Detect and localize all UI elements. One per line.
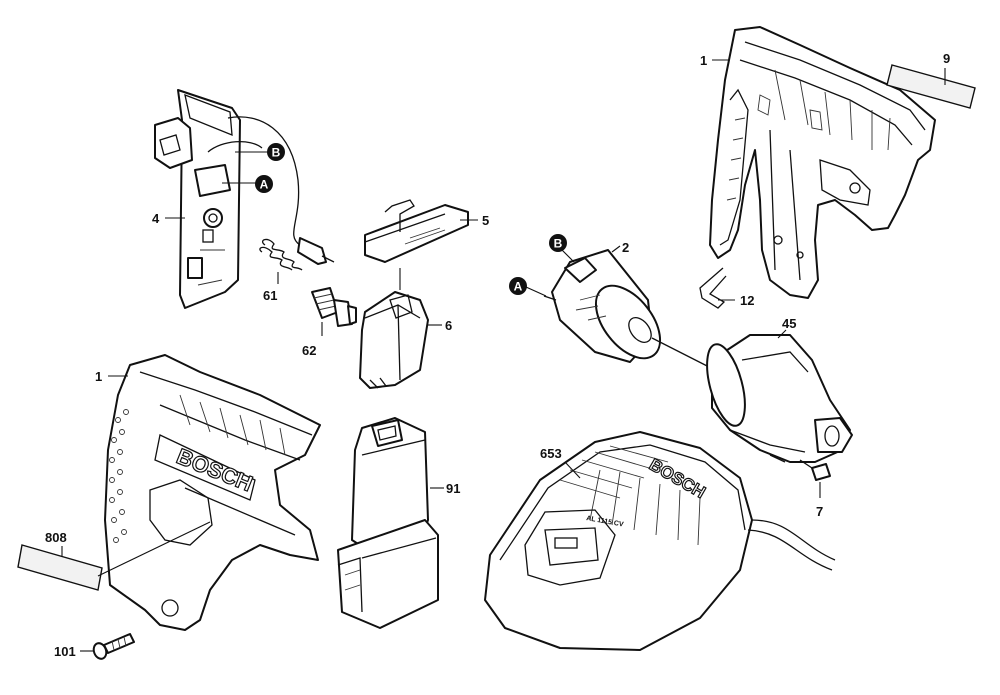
switch-assembly-4 (154, 89, 335, 309)
callout-101: 101 (54, 644, 76, 659)
badge-a-switch-label: A (260, 178, 269, 192)
motor-2 (543, 249, 716, 371)
vent-holes (109, 409, 129, 543)
trigger-button-6 (359, 291, 429, 389)
callout-7: 7 (816, 504, 823, 519)
callout-5: 5 (482, 213, 489, 228)
badge-a-switch (255, 175, 273, 193)
badge-a-motor (509, 277, 527, 295)
callout-62: 62 (302, 343, 316, 358)
callout-45: 45 (782, 316, 796, 331)
cover-plate-5 (364, 199, 469, 263)
gear-housing-45 (706, 334, 853, 463)
spring-61 (259, 238, 303, 271)
callout-1-right-housing: 1 (700, 53, 707, 68)
badge-b-switch-label: B (272, 146, 281, 160)
badge-b-switch (267, 143, 285, 161)
callout-4: 4 (152, 211, 160, 226)
rating-label-9 (886, 64, 976, 109)
battery-pack-91 (337, 417, 439, 629)
housing-half-left: BOSCH (104, 354, 321, 631)
callout-2: 2 (622, 240, 629, 255)
callout-9: 9 (943, 51, 950, 66)
callout-653: 653 (540, 446, 562, 461)
badge-b-motor (549, 234, 567, 252)
callout-61: 61 (263, 288, 277, 303)
callout-12: 12 (740, 293, 754, 308)
callout-1-left-housing: 1 (95, 369, 102, 384)
charger-653: BOSCH AL 1115 CV (484, 431, 836, 651)
callout-808: 808 (45, 530, 67, 545)
screw-7 (799, 459, 831, 481)
callout-91: 91 (446, 481, 460, 496)
badge-a-motor-label: A (514, 280, 523, 294)
label-tape-808 (17, 521, 211, 591)
clip-12 (699, 267, 727, 309)
callout-6: 6 (445, 318, 452, 333)
housing-half-right (709, 26, 936, 299)
badge-b-motor-label: B (554, 237, 563, 251)
cap-62 (311, 287, 357, 327)
screw-101 (92, 633, 135, 660)
